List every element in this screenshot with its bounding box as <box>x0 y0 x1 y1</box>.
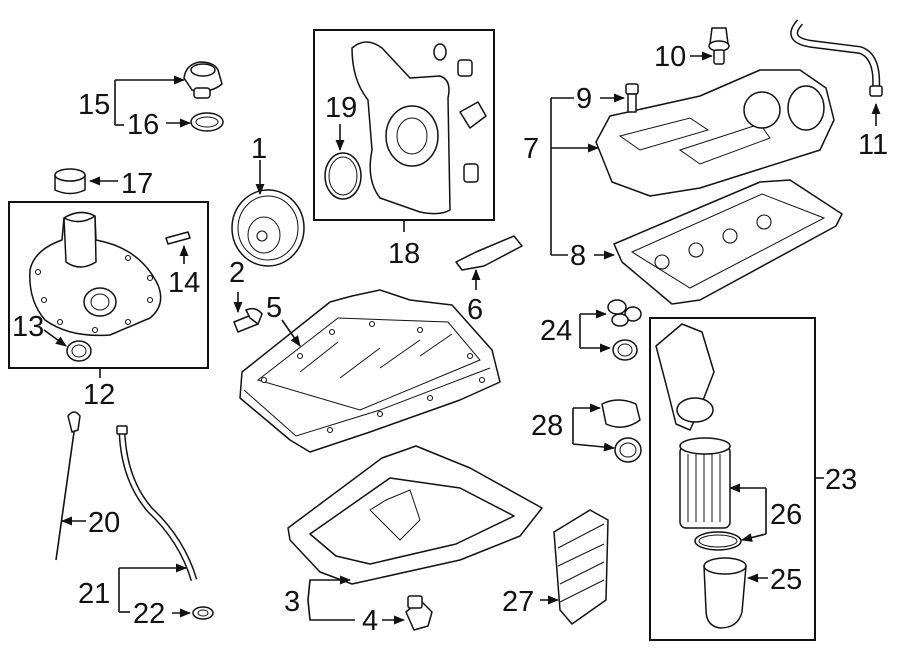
callout-15: 15 <box>78 89 110 121</box>
callout-20: 20 <box>88 507 120 539</box>
callout-18: 18 <box>388 238 420 270</box>
callout-7: 7 <box>523 133 539 165</box>
callout-12: 12 <box>83 379 115 411</box>
breather-hose-part[interactable] <box>790 19 883 97</box>
callout-17: 17 <box>121 168 153 200</box>
callout-labels: 1 2 3 4 5 6 7 8 9 10 11 12 13 14 15 16 1… <box>12 41 888 637</box>
callout-3: 3 <box>284 586 300 618</box>
oil-filter-element-part[interactable] <box>679 437 731 529</box>
seal-22-part[interactable] <box>192 606 214 620</box>
dipstick-part[interactable] <box>55 411 81 561</box>
callout-23: 23 <box>825 464 857 496</box>
seal-13-part[interactable] <box>66 340 92 362</box>
callout-21: 21 <box>78 578 110 610</box>
filler-cap-seal-part[interactable] <box>190 112 224 132</box>
crankshaft-pulley-part[interactable] <box>231 189 305 267</box>
callout-14: 14 <box>168 267 200 299</box>
upper-oil-pan-part[interactable] <box>239 289 501 453</box>
callout-22: 22 <box>133 598 165 630</box>
sealant-tube-part[interactable] <box>455 235 523 271</box>
callout-13: 13 <box>12 311 44 343</box>
callout-28: 28 <box>531 410 563 442</box>
callout-5: 5 <box>266 292 282 324</box>
drain-plug-part[interactable] <box>405 595 433 631</box>
dowel-14-part[interactable] <box>165 231 191 245</box>
front-cover-part[interactable] <box>351 41 451 215</box>
bolt-9-part[interactable] <box>625 83 639 113</box>
valve-cover-part[interactable] <box>595 69 835 197</box>
filter-housing-part[interactable] <box>655 323 715 431</box>
callout-26: 26 <box>770 499 802 531</box>
callout-11: 11 <box>858 129 888 161</box>
leader-lines <box>43 51 881 625</box>
plug-part[interactable] <box>54 168 86 195</box>
callout-27: 27 <box>502 586 534 618</box>
callout-6: 6 <box>467 294 483 326</box>
callout-24: 24 <box>540 315 572 347</box>
oil-pan-bolt-holes <box>260 320 486 434</box>
timing-cover-holes <box>34 254 154 334</box>
oil-filler-cap-part[interactable] <box>183 61 223 99</box>
callout-19: 19 <box>325 92 357 124</box>
filter-cap-part[interactable] <box>703 557 747 629</box>
dipstick-tube-part[interactable] <box>116 425 198 582</box>
oil-cooler-part[interactable] <box>553 509 609 625</box>
callout-9: 9 <box>576 83 592 115</box>
callout-1: 1 <box>251 133 267 165</box>
oring-19-part[interactable] <box>324 152 362 200</box>
gaskets-28-part[interactable] <box>601 399 642 463</box>
orings-24-part[interactable] <box>607 299 642 361</box>
sensor-10-part[interactable] <box>708 27 730 65</box>
callout-10: 10 <box>654 41 686 73</box>
valve-cover-gasket-part[interactable] <box>613 179 843 305</box>
bolt-2-part[interactable] <box>233 307 263 333</box>
lower-oil-pan-part[interactable] <box>287 445 543 585</box>
callout-8: 8 <box>570 240 586 272</box>
callout-2: 2 <box>229 257 245 289</box>
callout-25: 25 <box>770 564 802 596</box>
callout-4: 4 <box>362 605 378 637</box>
cover-small-parts <box>433 43 487 183</box>
callout-16: 16 <box>127 109 159 141</box>
timing-cover-part[interactable] <box>29 211 162 337</box>
filter-oring-part[interactable] <box>694 531 742 551</box>
group-box-12 <box>8 201 209 369</box>
group-box-23 <box>649 317 816 641</box>
